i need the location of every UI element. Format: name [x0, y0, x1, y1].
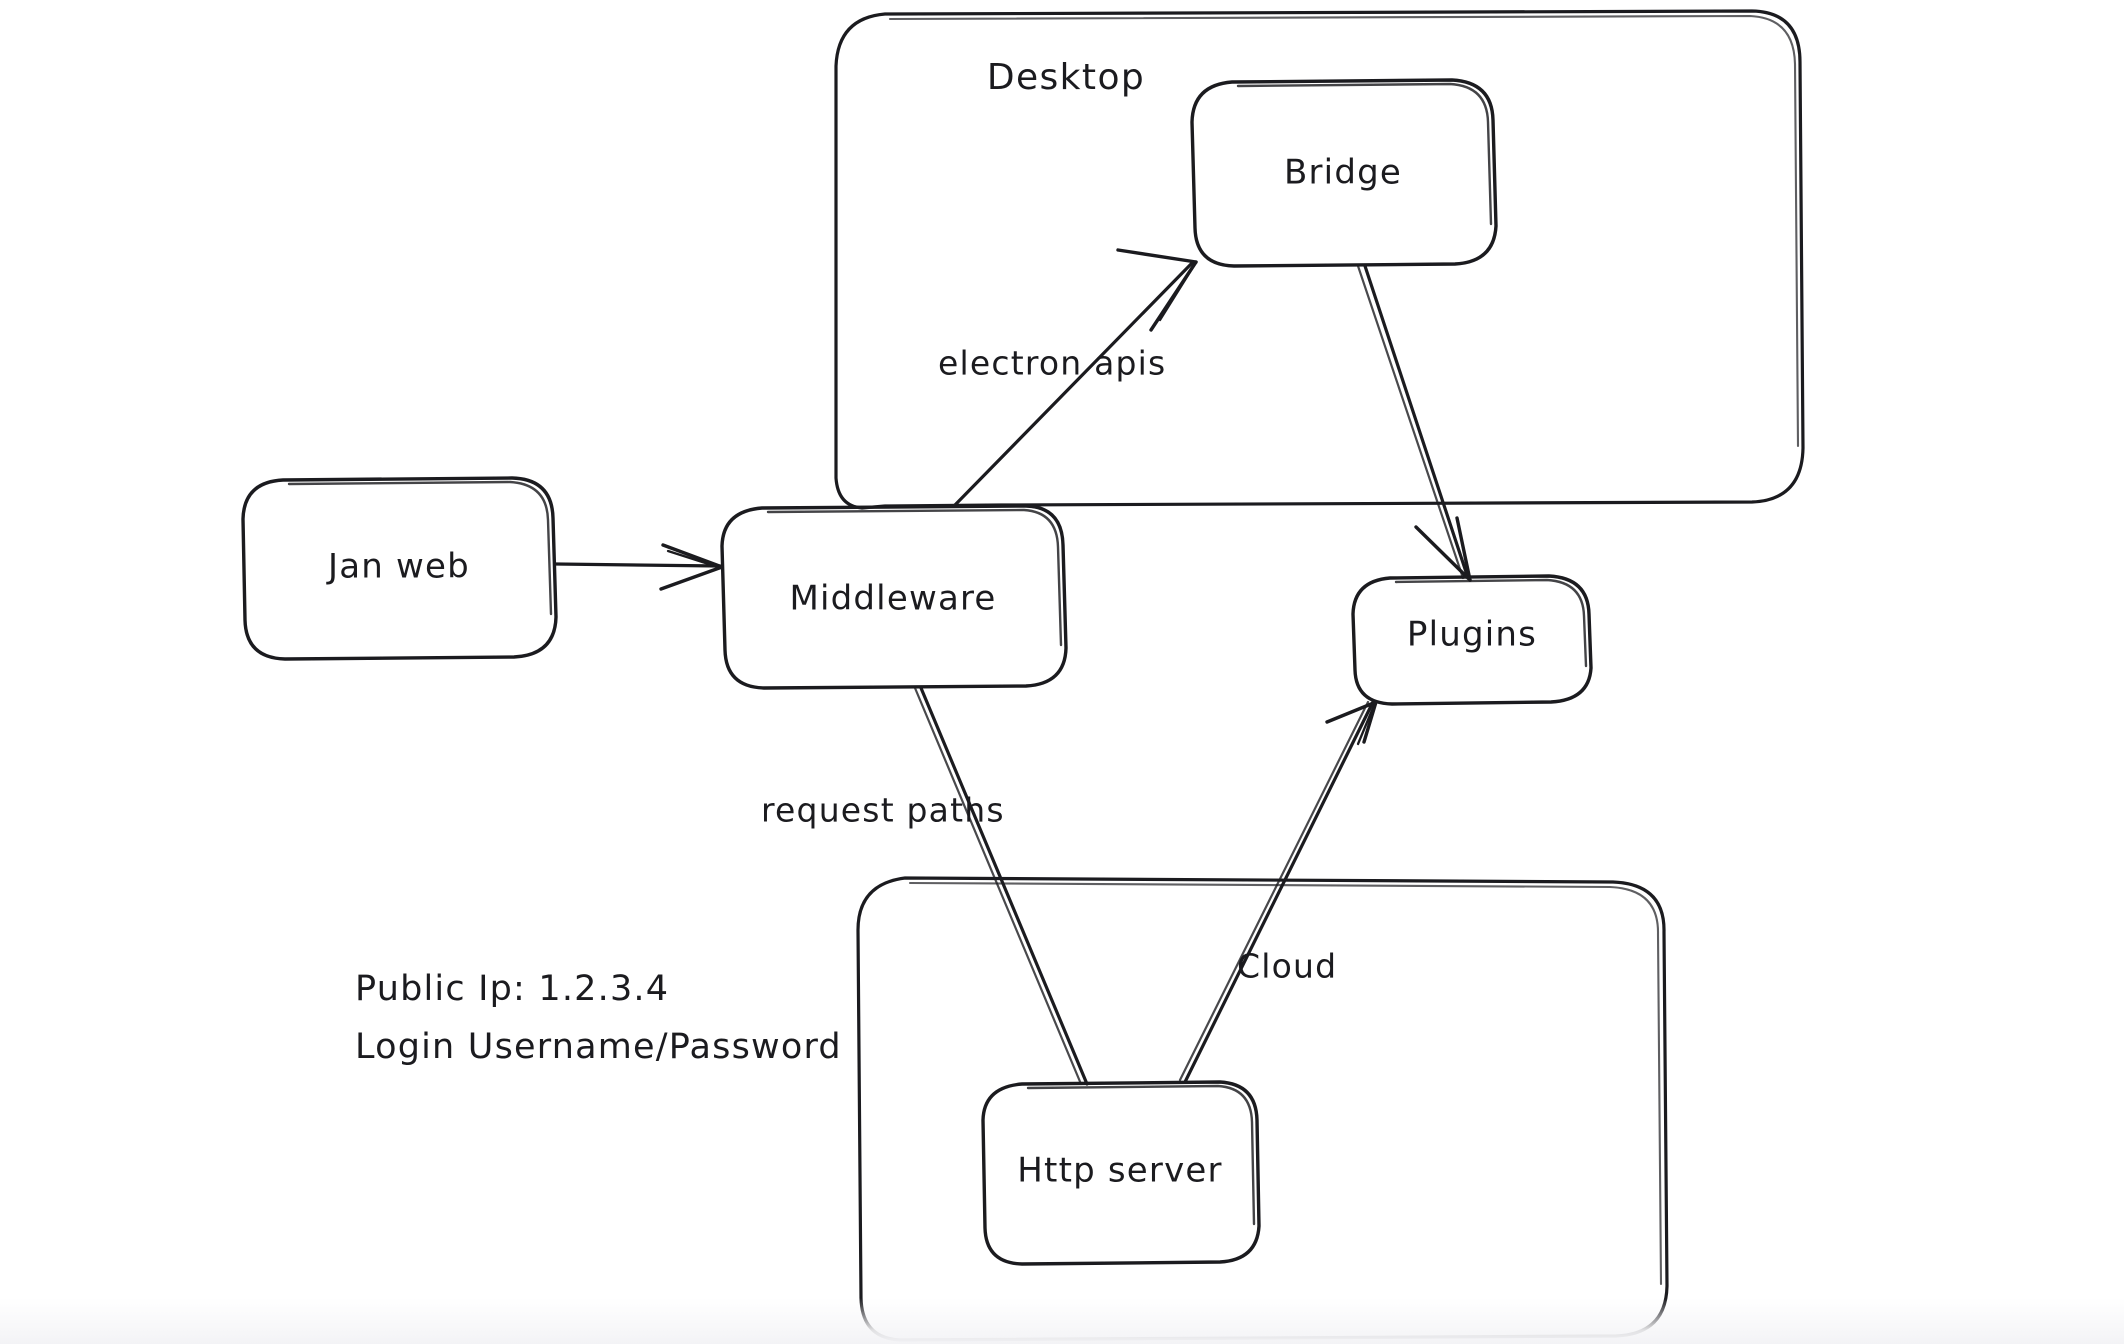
notes-block: Public Ip: 1.2.3.4 Login Username/Passwo… — [355, 969, 842, 1067]
edge-label-cloud: Cloud — [1237, 947, 1337, 986]
node-bridge[interactable]: Bridge — [1190, 78, 1498, 268]
bridge-box-outline — [1190, 78, 1498, 268]
middleware-box-overdraw — [766, 508, 1063, 647]
edge-jan-web-to-middleware[interactable] — [554, 543, 724, 591]
desktop-container-outline — [834, 9, 1805, 510]
edge-middleware-to-bridge-arrowhead-upper — [1116, 248, 1198, 264]
edge-middleware-to-bridge-line — [952, 260, 1195, 508]
bridge-box-overdraw — [1236, 82, 1493, 226]
plugins-box-outline — [1351, 574, 1593, 706]
middleware-box-outline — [720, 504, 1068, 690]
edge-http-server-to-plugins-arrowhead-overdraw — [1356, 701, 1377, 746]
edge-http-server-to-plugins-line — [1183, 700, 1375, 1084]
jan-web-box-outline — [241, 476, 558, 661]
node-middleware[interactable]: Middleware — [720, 504, 1068, 690]
edge-http-server-to-plugins-arrowhead-upper — [1362, 700, 1378, 744]
plugins-box-overdraw — [1394, 578, 1588, 668]
edge-bridge-to-plugins-arrowhead-left — [1414, 525, 1472, 582]
edge-middleware-to-http-server[interactable]: request paths — [761, 686, 1089, 1086]
edge-jan-web-to-middleware-line — [554, 562, 722, 568]
edge-http-server-to-plugins-line-overdraw — [1178, 700, 1370, 1082]
cloud-container-outline-overdraw — [908, 881, 1663, 1286]
edge-bridge-to-plugins-line — [1363, 264, 1470, 580]
desktop-container-outline-overdraw — [888, 14, 1800, 448]
jan-web-box-overdraw — [287, 480, 553, 616]
edge-middleware-to-http-server-line — [919, 686, 1089, 1086]
edge-middleware-to-bridge-arrowhead-overdraw — [1158, 262, 1197, 322]
node-jan-web[interactable]: Jan web — [241, 476, 558, 661]
edge-bridge-to-plugins[interactable] — [1356, 264, 1472, 582]
group-desktop[interactable]: Desktop — [834, 9, 1805, 510]
edge-jan-web-to-middleware-arrowhead-lower — [659, 565, 724, 591]
edge-http-server-to-plugins-arrowhead-lower — [1325, 700, 1378, 724]
edge-http-server-to-plugins[interactable]: Cloud — [1178, 700, 1378, 1084]
note-login: Login Username/Password — [355, 1027, 842, 1067]
bridge-label: Bridge — [1284, 153, 1402, 193]
edge-label-request-paths: request paths — [761, 791, 1005, 830]
edge-label-electron-apis: electron apis — [938, 344, 1166, 383]
edge-jan-web-to-middleware-arrowhead-overdraw — [666, 549, 723, 570]
http-server-box-overdraw — [1026, 1084, 1256, 1226]
edge-jan-web-to-middleware-arrowhead-upper — [661, 543, 724, 569]
node-plugins[interactable]: Plugins — [1351, 574, 1593, 706]
jan-web-label: Jan web — [326, 547, 470, 587]
note-public-ip: Public Ip: 1.2.3.4 — [355, 969, 669, 1009]
edge-middleware-to-http-server-line-overdraw — [913, 686, 1083, 1086]
group-label-desktop: Desktop — [987, 57, 1145, 98]
middleware-label: Middleware — [789, 579, 996, 619]
edge-middleware-to-bridge[interactable]: electron apis — [938, 248, 1198, 508]
group-cloud-container[interactable] — [856, 876, 1669, 1342]
http-server-label: Http server — [1017, 1151, 1222, 1191]
cloud-container-outline — [856, 876, 1669, 1342]
node-http-server[interactable]: Http server — [981, 1080, 1261, 1266]
edge-bridge-to-plugins-line-overdraw — [1356, 264, 1465, 580]
http-server-box-outline — [981, 1080, 1261, 1266]
plugins-label: Plugins — [1407, 615, 1537, 655]
edge-bridge-to-plugins-arrowhead-right — [1455, 516, 1472, 582]
